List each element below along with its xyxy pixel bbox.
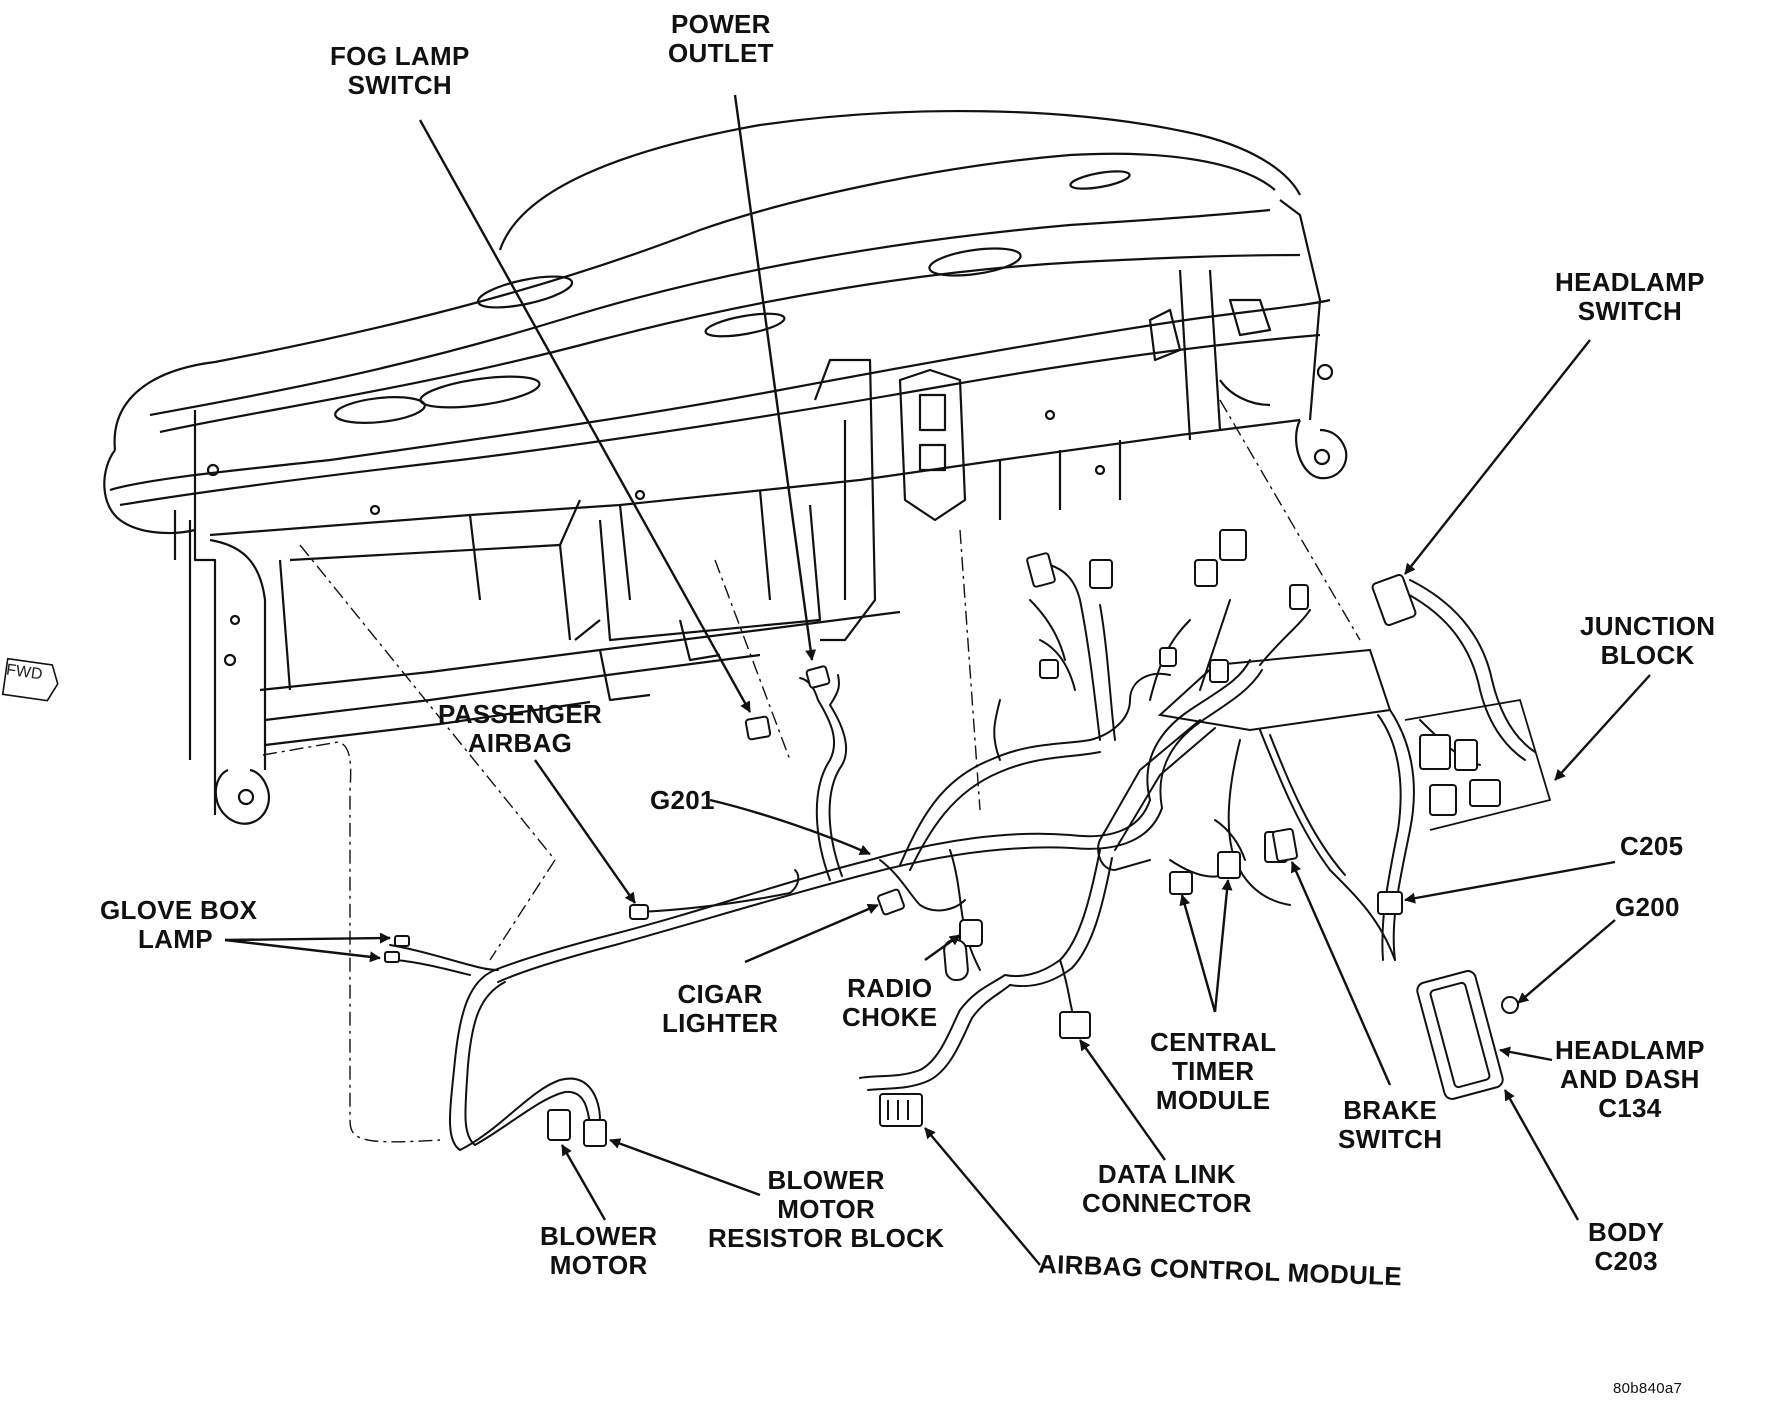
arrow-fog-lamp-switch <box>418 119 752 713</box>
label-headlamp-switch: HEADLAMP SWITCH <box>1555 267 1705 326</box>
arrow-central-timer-module-2 <box>1213 879 1233 1013</box>
arrow-central-timer-module-1 <box>1179 894 1217 1013</box>
label-radio-choke: RADIO CHOKE <box>842 973 938 1032</box>
label-brake-switch: BRAKE SWITCH <box>1338 1095 1443 1154</box>
arrow-airbag-control-module <box>924 1127 1041 1266</box>
label-data-link-connector: DATA LINK CONNECTOR <box>1082 1159 1252 1218</box>
label-blower-motor-resistor-block: BLOWER MOTOR RESISTOR BLOCK <box>708 1165 945 1253</box>
figure-id: 80b840a7 <box>1613 1380 1683 1397</box>
label-c205: C205 <box>1620 831 1684 861</box>
label-g201: G201 <box>650 785 715 815</box>
connectors <box>384 529 1519 1147</box>
leader-arrows <box>224 94 1651 1266</box>
arrow-c205 <box>1404 860 1616 904</box>
label-passenger-airbag: PASSENGER AIRBAG <box>438 699 603 758</box>
fwd-badge-outline <box>1 657 59 702</box>
label-power-outlet: POWER OUTLET <box>668 9 774 68</box>
wiring-harness <box>389 564 1536 1151</box>
label-central-timer-module: CENTRAL TIMER MODULE <box>1150 1027 1277 1115</box>
label-headlamp-and-dash: HEADLAMP AND DASH C134 <box>1555 1035 1705 1123</box>
label-glove-box-lamp: GLOVE BOX LAMP <box>100 895 258 954</box>
arrow-glove-box-lamp-lower <box>224 938 381 963</box>
arrow-power-outlet <box>733 94 817 661</box>
label-cigar-lighter: CIGAR LIGHTER <box>662 979 779 1038</box>
label-fog-lamp-switch: FOG LAMP SWITCH <box>330 41 470 100</box>
label-g200: G200 <box>1615 892 1680 922</box>
arrow-blower-motor-resistor-block <box>609 1138 761 1197</box>
arrow-passenger-airbag <box>534 759 636 904</box>
label-blower-motor: BLOWER MOTOR <box>540 1221 658 1280</box>
label-junction-block: JUNCTION BLOCK <box>1580 611 1716 670</box>
arrow-radio-choke <box>924 934 961 961</box>
arrow-g201 <box>709 798 871 856</box>
arrow-junction-block <box>1554 674 1651 781</box>
instrument-panel <box>103 109 1348 825</box>
arrow-brake-switch <box>1290 861 1392 1086</box>
junction-block-bracket <box>1404 698 1552 831</box>
arrow-blower-motor <box>560 1144 607 1221</box>
arrow-cigar-lighter <box>744 903 879 964</box>
arrow-g200 <box>1517 919 1616 1004</box>
dashed-guides <box>262 399 1361 1143</box>
arrow-glove-box-lamp-upper <box>224 932 391 944</box>
arrow-data-link-connector <box>1079 1039 1166 1161</box>
label-body-c203: BODY C203 <box>1588 1217 1665 1276</box>
arrow-headlamp-and-dash <box>1499 1046 1553 1062</box>
arrow-body-c203 <box>1503 1089 1580 1221</box>
arrow-headlamp-switch <box>1404 339 1591 575</box>
